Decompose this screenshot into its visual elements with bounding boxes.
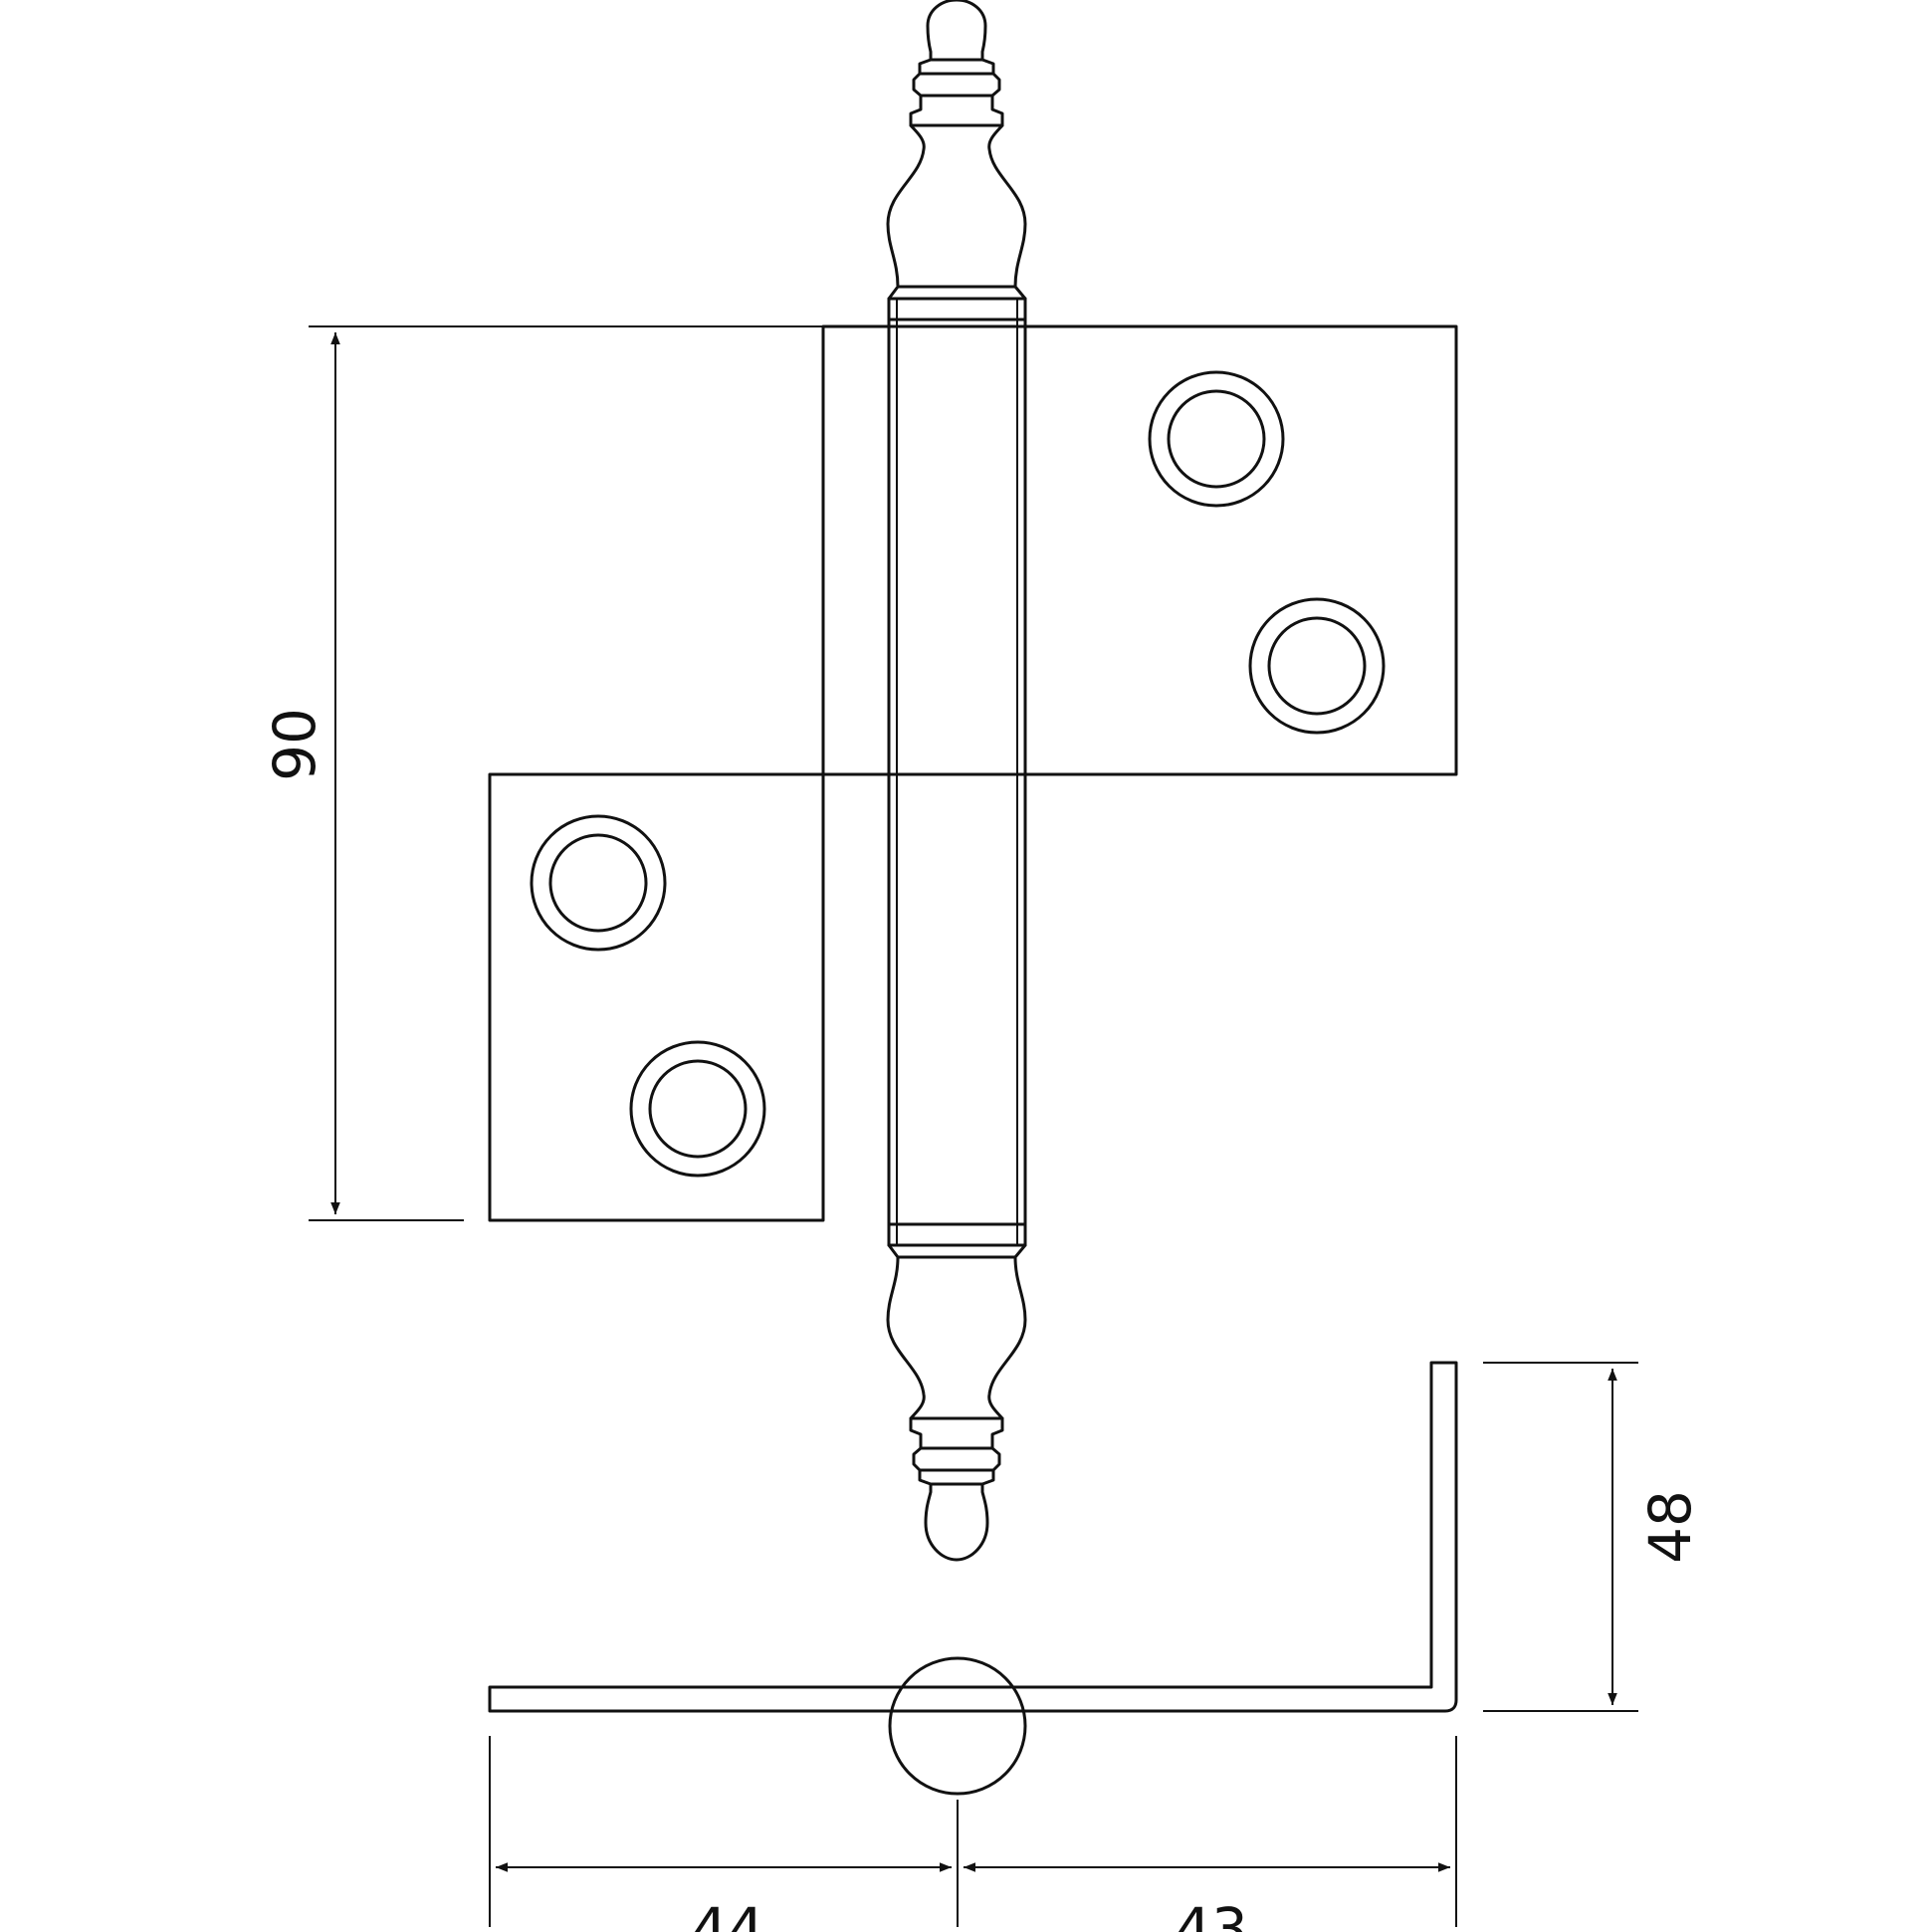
height-dimension-label: 90	[261, 708, 328, 781]
bottom-finial	[886, 1243, 1027, 1562]
upper-leaf	[821, 324, 1458, 776]
screw-hole	[629, 1040, 766, 1178]
screw-hole	[530, 814, 667, 952]
right-width-label: 43	[1175, 1895, 1248, 1932]
height-dimension: 90	[261, 325, 868, 1221]
depth-dimension: 48	[1483, 1362, 1704, 1712]
top-finial	[886, 0, 1027, 301]
hinge-top-view	[488, 1361, 1458, 1796]
knuckle-section	[888, 1656, 1027, 1796]
screw-hole	[1148, 370, 1285, 508]
lower-leaf	[488, 772, 825, 1222]
hinge-front-view	[488, 0, 1458, 1562]
width-dimensions: 44 43	[489, 1736, 1457, 1932]
screw-hole	[1248, 597, 1386, 735]
left-width-label: 44	[691, 1895, 764, 1932]
hinge-barrel	[887, 297, 1027, 1247]
depth-dimension-label: 48	[1636, 1490, 1704, 1564]
